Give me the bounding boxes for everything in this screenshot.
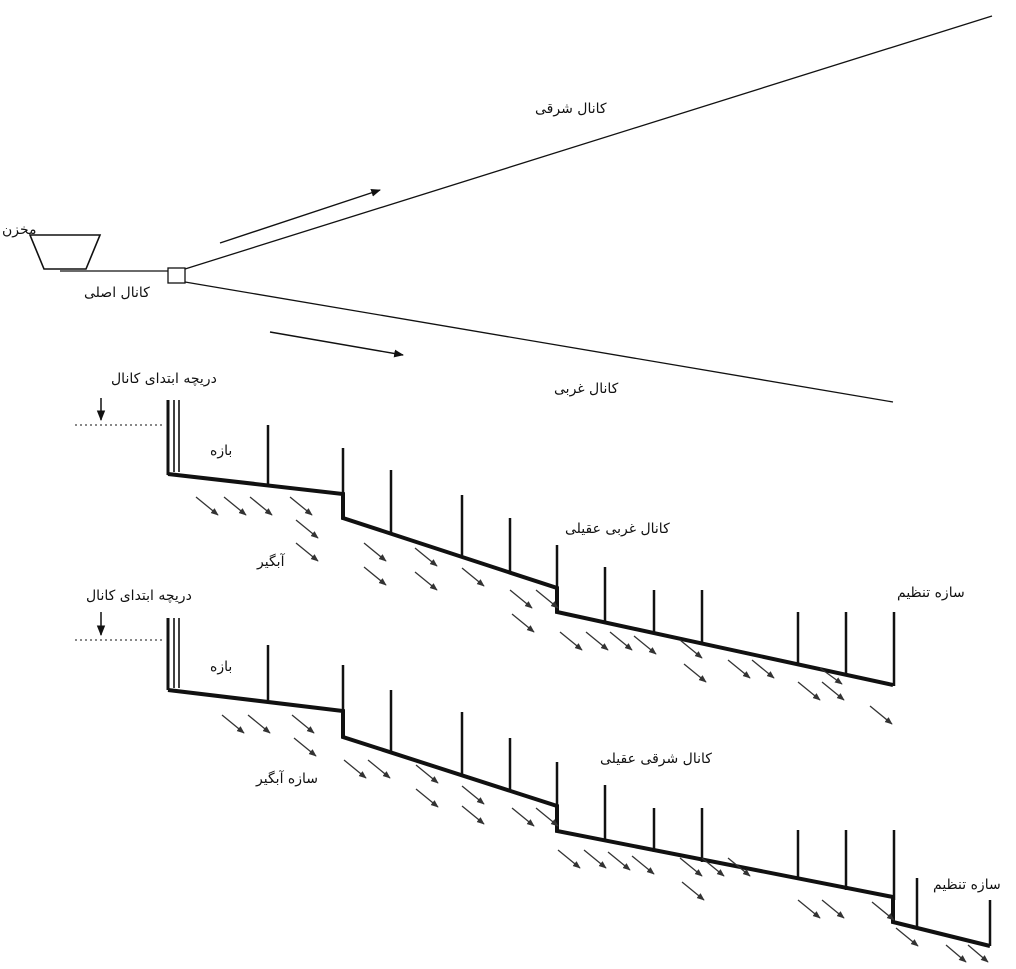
intake-arrow — [557, 849, 581, 869]
intake-arrow — [609, 631, 633, 651]
intake-arrow — [295, 542, 319, 562]
intake-arrow — [195, 496, 219, 516]
intake-arrow — [295, 519, 319, 539]
canal-bed — [167, 472, 894, 687]
west-flow-arrow — [269, 331, 404, 358]
intake-arrow — [293, 737, 317, 757]
regulator-label-bottom: سازه تنظیم — [933, 877, 1001, 893]
intake-arrow — [797, 899, 821, 919]
intake-arrow — [535, 807, 559, 827]
west-canal-line — [184, 281, 894, 403]
intake-arrow — [583, 849, 607, 869]
intake-arrow — [945, 944, 967, 963]
reach-label-top: بازه — [210, 443, 233, 459]
head-gate-label-bottom: دریچه ابتدای کانال — [86, 588, 192, 604]
intake-arrow — [291, 714, 315, 734]
junction-structure — [167, 267, 186, 284]
check-structures — [266, 425, 896, 686]
intake-arrow — [607, 851, 631, 871]
intake-arrow — [727, 857, 751, 877]
intake-arrow — [415, 764, 439, 784]
intake-arrow — [363, 566, 387, 586]
intake-arrow — [249, 496, 273, 516]
regulator-label-top: سازه تنظیم — [897, 585, 965, 601]
intake-arrow — [819, 667, 843, 685]
intake-arrow — [461, 567, 485, 587]
intake-arrow — [461, 785, 485, 805]
intake-arrow — [509, 589, 533, 609]
intake-arrow — [223, 496, 247, 516]
intake-arrow — [683, 663, 707, 683]
east-flow-arrow — [219, 189, 381, 244]
intake-arrow — [967, 944, 989, 963]
intake-arrow — [797, 681, 821, 701]
intake-arrow — [679, 857, 703, 877]
head-gate-label-top: دریچه ابتدای کانال — [111, 371, 217, 387]
intake-arrow — [821, 681, 845, 701]
east-canal-line — [184, 15, 993, 270]
intake-arrow — [821, 899, 845, 919]
intake-arrow — [631, 855, 655, 875]
intake-arrow — [585, 631, 609, 651]
intake-arrow — [414, 547, 438, 567]
intake-arrow — [535, 589, 559, 609]
intake-label-top: آبگیر — [257, 554, 285, 570]
intake-arrow — [727, 659, 751, 679]
intake-arrow — [681, 881, 705, 901]
intake-arrow — [289, 496, 313, 516]
reach-label-bottom: بازه — [210, 659, 233, 675]
intake-arrow — [511, 807, 535, 827]
east-profile-label: کانال شرقی عقیلی — [600, 751, 712, 767]
east-canal-label: کانال شرقی — [535, 101, 607, 117]
intake-label-bottom: سازه آبگیر — [256, 771, 319, 787]
canal-bed — [167, 688, 991, 948]
intake-arrow — [869, 705, 893, 725]
intake-arrow — [633, 635, 657, 655]
intake-arrow — [679, 639, 703, 659]
check-structures — [266, 645, 992, 946]
intake-arrows — [221, 714, 989, 963]
intake-arrow — [511, 613, 535, 633]
reservoir-label: مخزن — [2, 222, 37, 238]
intake-arrow — [343, 759, 367, 779]
intake-arrow — [895, 927, 919, 947]
intake-arrow — [367, 759, 391, 779]
intake-arrow — [751, 659, 775, 679]
plan-view — [28, 15, 993, 403]
intake-arrows — [195, 496, 893, 725]
west-profile-label: کانال غربی عقیلی — [565, 521, 670, 537]
reservoir-icon — [28, 234, 102, 270]
intake-arrow — [363, 542, 387, 562]
west-canal-label: کانال غربی — [554, 381, 619, 397]
intake-arrow — [414, 571, 438, 591]
main-canal-label: کانال اصلی — [84, 285, 150, 301]
intake-arrow — [415, 788, 439, 808]
east-canal-profile — [75, 612, 992, 963]
west-canal-profile — [75, 398, 896, 725]
intake-arrow — [559, 631, 583, 651]
intake-arrow — [701, 857, 725, 877]
intake-arrow — [247, 714, 271, 734]
intake-arrow — [461, 805, 485, 825]
intake-arrow — [871, 901, 895, 921]
intake-arrow — [221, 714, 245, 734]
